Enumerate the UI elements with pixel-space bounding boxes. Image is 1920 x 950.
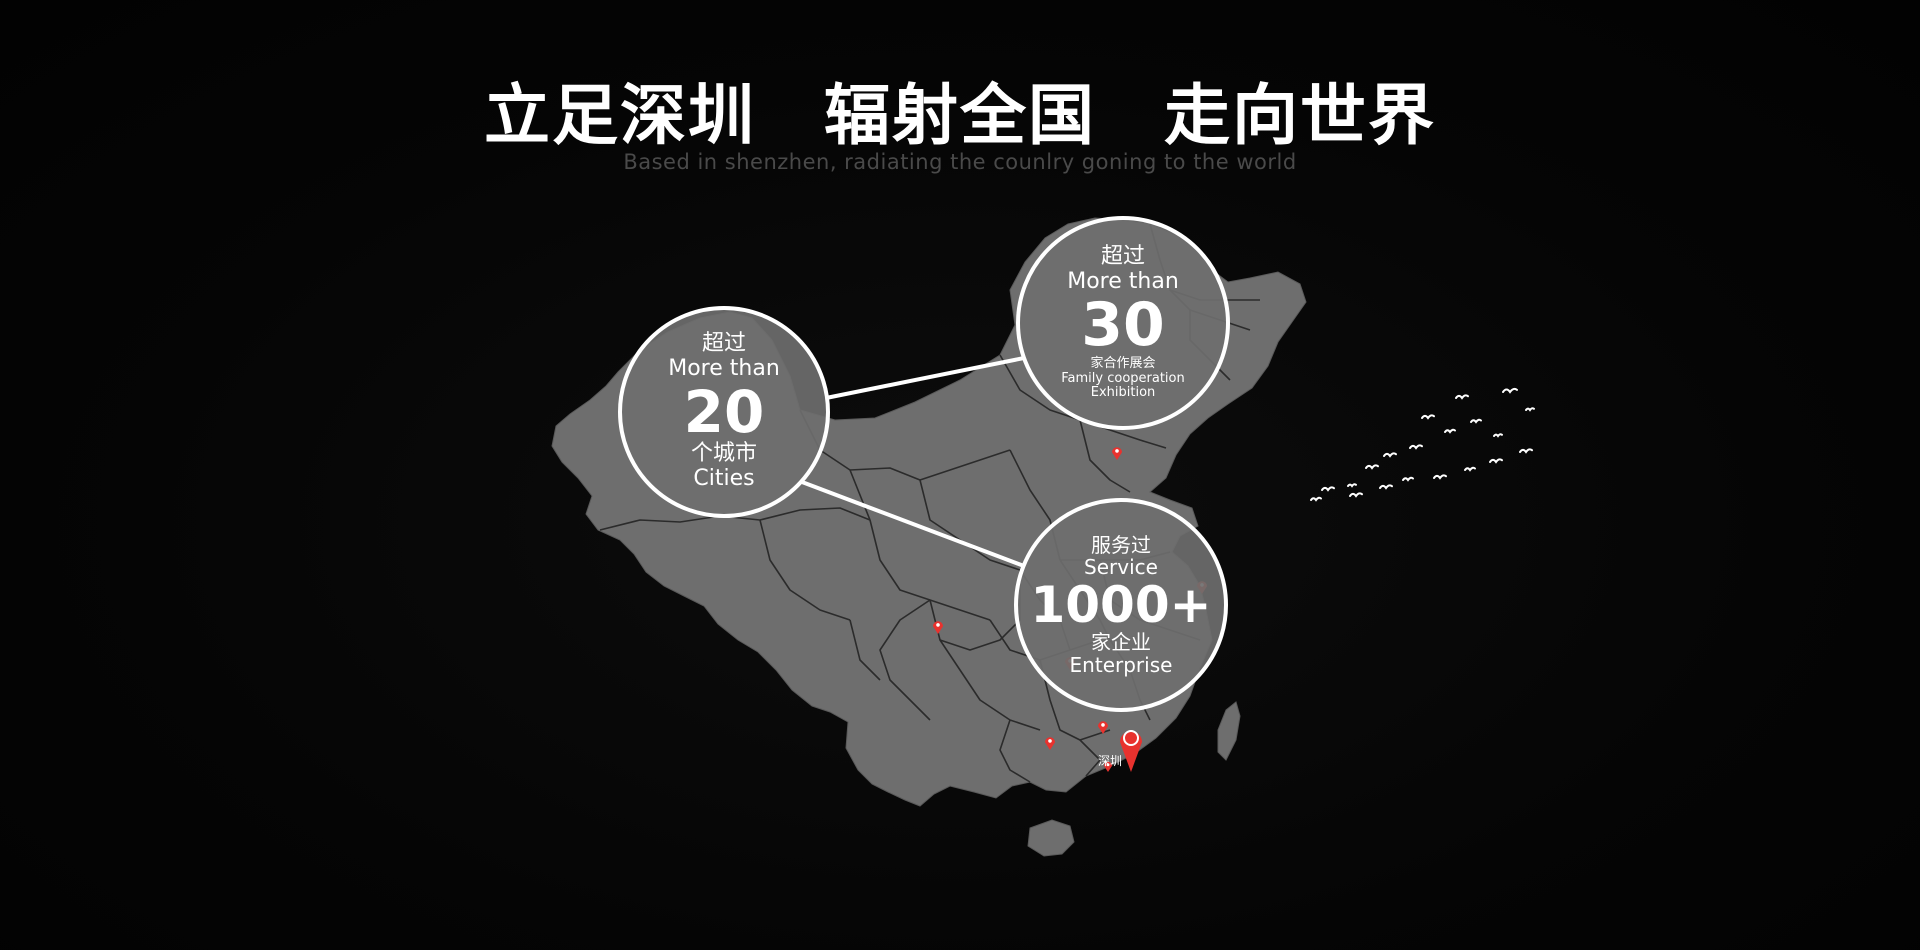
bird-icon (1464, 466, 1476, 472)
shenzhen-label: 深圳 (1098, 754, 1123, 768)
bird-icon (1525, 407, 1535, 412)
bubble-exhibition-prefix-cn: 超过 (1100, 244, 1145, 270)
bubble-cities-number: 20 (683, 377, 765, 446)
bubble-exhibition-suffix-en-1: Family cooperation (1061, 370, 1185, 386)
headline-part-1: 立足深圳 (484, 77, 756, 154)
bubble-cities-prefix-cn: 超过 (701, 331, 746, 357)
bird-icon (1402, 476, 1414, 482)
bubble-enterprise-suffix-en: Enterprise (1069, 652, 1173, 677)
map-pin-icon (1104, 761, 1112, 772)
bubble-enterprise-suffix-cn: 家企业 (1091, 630, 1151, 655)
map-pin-icon (933, 621, 943, 634)
map-pin-icon (1112, 447, 1122, 460)
map-pin-dot (1106, 763, 1110, 767)
bird-icon (1502, 387, 1518, 394)
bubble-enterprise-number: 1000+ (1030, 575, 1212, 634)
map-pin-dot (936, 623, 940, 627)
bird-icon (1489, 458, 1503, 464)
connector-lines (801, 356, 1025, 568)
bubble-exhibition-prefix-en: More than (1067, 268, 1179, 294)
bubble-exhibition-suffix-cn: 家合作展会 (1090, 356, 1156, 372)
bubble-cities-suffix-en: Cities (693, 466, 755, 492)
bird-icon (1383, 452, 1397, 458)
bird-icon (1365, 464, 1379, 470)
headline-part-2: 辐射全国 (824, 77, 1096, 154)
bubble-enterprise: 服务过 Service 1000+ 家企业 Enterprise (1014, 498, 1228, 712)
bird-icon (1493, 433, 1503, 438)
bird-icon (1310, 496, 1322, 502)
bird-icon (1349, 492, 1363, 498)
bird-flock (1310, 387, 1535, 502)
hainan-island-shape (1027, 819, 1075, 857)
bird-icon (1433, 474, 1447, 480)
bubble-cities-prefix-en: More than (668, 355, 780, 381)
bird-icon (1409, 444, 1423, 450)
headline-part-3: 走向世界 (1164, 77, 1436, 154)
map-pin-icon (1098, 721, 1108, 734)
bubble-enterprise-prefix-en: Service (1084, 555, 1158, 580)
bubble-enterprise-prefix-cn: 服务过 (1091, 532, 1151, 557)
bird-icon (1421, 414, 1435, 420)
taiwan-island-shape (1217, 701, 1241, 761)
map-pin-icon (1045, 737, 1055, 750)
headline: 立足深圳辐射全国走向世界 (0, 62, 1920, 158)
bubble-exhibition: 超过 More than 30 家合作展会 Family cooperation… (1016, 216, 1230, 430)
bubble-cities-suffix-cn: 个城市 (690, 441, 757, 467)
bird-icon (1321, 486, 1335, 492)
map-pin-dot (1115, 449, 1119, 453)
shenzhen-marker-ring (1123, 730, 1139, 746)
bubble-exhibition-number: 30 (1081, 290, 1165, 361)
map-pin-dot (1048, 739, 1052, 743)
bird-icon (1455, 394, 1469, 400)
bird-icon (1347, 483, 1357, 488)
map-pin-dot (1101, 723, 1105, 727)
bird-icon (1519, 448, 1533, 454)
bird-icon (1470, 418, 1482, 424)
bird-icon (1379, 484, 1393, 490)
bubble-cities: 超过 More than 20 个城市 Cities (618, 306, 830, 518)
bird-icon (1444, 428, 1456, 434)
bubble-exhibition-suffix-en-2: Exhibition (1090, 385, 1156, 401)
subtitle: Based in shenzhen, radiating the counlry… (623, 150, 1297, 174)
